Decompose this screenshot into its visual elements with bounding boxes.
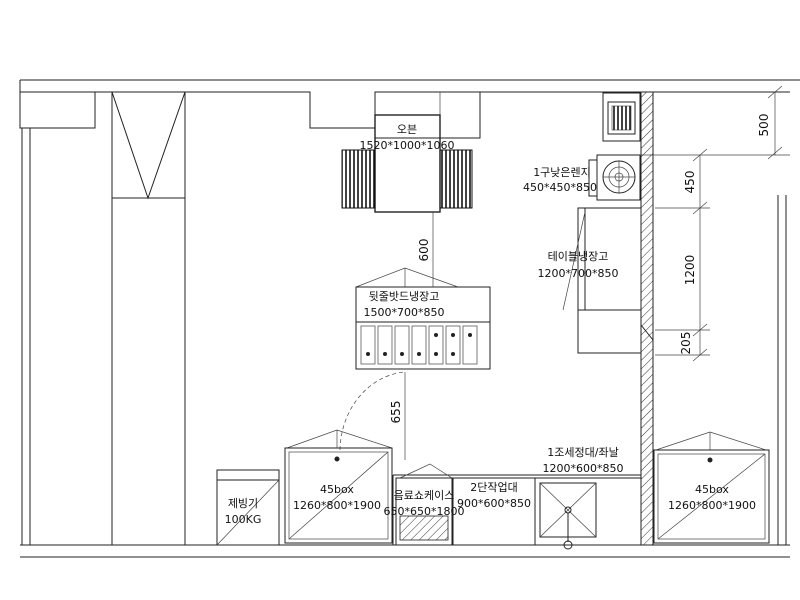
ice-maker-label: 제빙기: [228, 497, 258, 510]
dim-1200: 1200: [683, 255, 697, 286]
drink-showcase: 음료쇼케이스 650*650*1800: [384, 463, 465, 546]
box-left-label: 45box: [320, 483, 354, 496]
pan-inserts: [360, 325, 478, 365]
sandwich-fridge: 뒷줄밧드냉장고 1500*700*850: [355, 267, 491, 370]
door-swing: [339, 371, 406, 460]
dim-450: 450: [683, 171, 697, 194]
oven-size: 1520*1000*1060: [360, 139, 455, 152]
box-left-size: 1260*800*1900: [293, 499, 381, 512]
dim-500: 500: [757, 114, 771, 137]
range-size: 450*450*850: [523, 181, 597, 194]
table-fridge-size: 1200*700*850: [538, 267, 619, 280]
counter-line: [392, 474, 641, 545]
box-right-size: 1260*800*1900: [668, 499, 756, 512]
dim-600: 600: [417, 239, 431, 262]
box-right-label: 45box: [695, 483, 729, 496]
ice-maker-size: 100KG: [225, 513, 262, 526]
dimension-lines: 500 450 1200 205 600 655: [389, 85, 790, 424]
wall-unit: [602, 92, 641, 142]
sandwich-fridge-size: 1500*700*850: [364, 306, 445, 319]
dim-205: 205: [679, 332, 693, 355]
showcase-label: 음료쇼케이스: [394, 489, 455, 502]
oven: 오븐 1520*1000*1060: [341, 114, 473, 213]
sandwich-fridge-label: 뒷줄밧드냉장고: [369, 290, 440, 303]
showcase-size: 650*650*1800: [384, 505, 465, 518]
box-left: 45box 1260*800*1900: [284, 429, 393, 544]
low-range: 1구낮은렌지 450*450*850: [523, 154, 641, 201]
ice-maker: 제빙기 100KG: [216, 469, 280, 546]
oven-label: 오븐: [397, 123, 417, 136]
worktable-label: 2단작업대: [470, 481, 517, 494]
sink: 1조세정대/좌날 1200*600*850: [534, 446, 642, 550]
table-fridge: 테이블냉장고 1200*700*850: [538, 207, 642, 354]
dim-655: 655: [389, 401, 403, 424]
box-right: 45box 1260*800*1900: [653, 431, 770, 544]
walls: [19, 79, 800, 558]
worktable: 2단작업대 900*600*850: [452, 477, 536, 546]
worktable-size: 900*600*850: [457, 497, 531, 510]
sink-label: 1조세정대/좌날: [547, 446, 618, 459]
table-fridge-label: 테이블냉장고: [548, 250, 609, 263]
sink-size: 1200*600*850: [543, 462, 624, 475]
range-label: 1구낮은렌지: [533, 166, 591, 179]
